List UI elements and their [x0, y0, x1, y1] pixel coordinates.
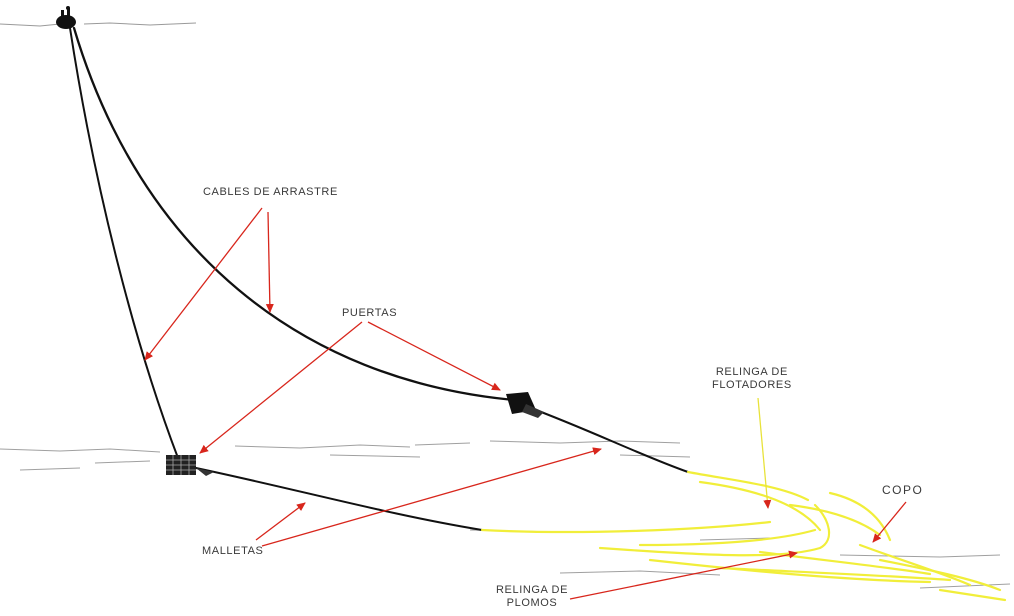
label-relinga-plomos: RELINGA DE PLOMOS: [496, 584, 568, 610]
label-malletas: MALLETAS: [202, 545, 264, 557]
label-relinga-flotadores: RELINGA DE FLOTADORES: [712, 366, 792, 392]
cable-right: [72, 26, 516, 402]
otter-board-right-icon: [506, 392, 544, 418]
arrow-malletas-right: [261, 447, 602, 547]
trawl-net: [480, 470, 1007, 602]
arrow-puertas-right: [367, 321, 501, 391]
label-copo: COPO: [882, 483, 924, 497]
arrow-cables-right: [265, 211, 274, 313]
arrow-cables-left: [144, 207, 263, 361]
label-puertas: PUERTAS: [342, 307, 398, 319]
arrow-plomos: [569, 550, 798, 600]
arrow-copo: [872, 501, 907, 543]
bridle-left: [195, 467, 483, 531]
trawler-boat-icon: [56, 6, 76, 29]
label-relinga-flotadores-line2: FLOTADORES: [712, 379, 792, 391]
bridle-right: [527, 406, 689, 473]
label-relinga-plomos-line2: PLOMOS: [506, 597, 558, 609]
label-relinga-plomos-line1: RELINGA DE: [496, 584, 569, 596]
seabed-lines: [0, 440, 1011, 589]
label-relinga-flotadores-line1: RELINGA DE: [715, 366, 788, 378]
pointer-arrows: [144, 207, 907, 600]
sea-surface: [0, 22, 197, 27]
arrow-malletas-left: [255, 502, 306, 541]
cable-left: [69, 27, 179, 459]
arrow-flotadores: [757, 397, 772, 509]
label-cables-de-arrastre: CABLES DE ARRASTRE: [203, 186, 338, 198]
arrow-puertas-left: [199, 321, 363, 454]
otter-board-left-icon: [166, 455, 214, 476]
trawl-cables: [69, 26, 689, 531]
